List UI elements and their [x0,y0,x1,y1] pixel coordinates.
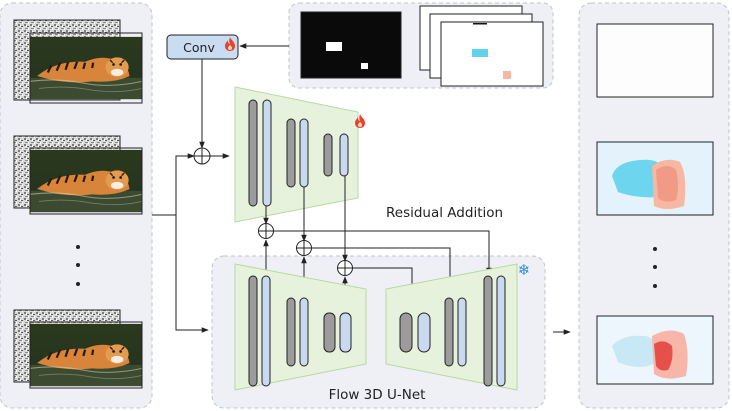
circle-plus-icon [296,240,312,256]
encoder-block-3 [323,133,349,177]
mask-region [361,63,368,69]
circle-plus-icon [193,147,211,165]
residual-addition-label: Residual Addition [386,205,503,221]
mask-region [326,42,342,51]
input-to-add-arrow [175,153,195,215]
mask-image [300,11,402,79]
output-flow-3 [596,315,714,385]
unet-decoder-block-3 [483,275,506,387]
unet-encoder-block-2 [286,297,309,367]
skip-connection-1 [273,230,492,275]
unet-label: Flow 3D U-Net [329,387,426,403]
unet-decoder-block-2 [444,297,467,367]
circle-plus-icon [337,260,353,276]
circle-plus-icon [258,223,274,239]
unet-encoder-block-1 [248,275,271,387]
input-to-unet-arrow [175,215,209,333]
input-ellipsis [76,245,80,286]
conv-block: Conv [166,34,239,60]
input-frame-1 [13,19,143,104]
output-ellipsis [653,247,657,288]
input-frame-2 [13,135,143,215]
conv-label: Conv [183,40,215,55]
output-flow-2 [596,141,714,216]
encoder-block-2 [286,118,309,188]
input-frame-3 [13,309,143,389]
snowflake-icon: ❄ [518,261,531,279]
unet-decoder-block-1 [399,312,431,353]
encoder-block-1 [248,99,272,207]
output-flow-1 [596,23,714,98]
unet-encoder-block-3 [323,312,352,353]
flow-hint-stack [419,5,544,87]
